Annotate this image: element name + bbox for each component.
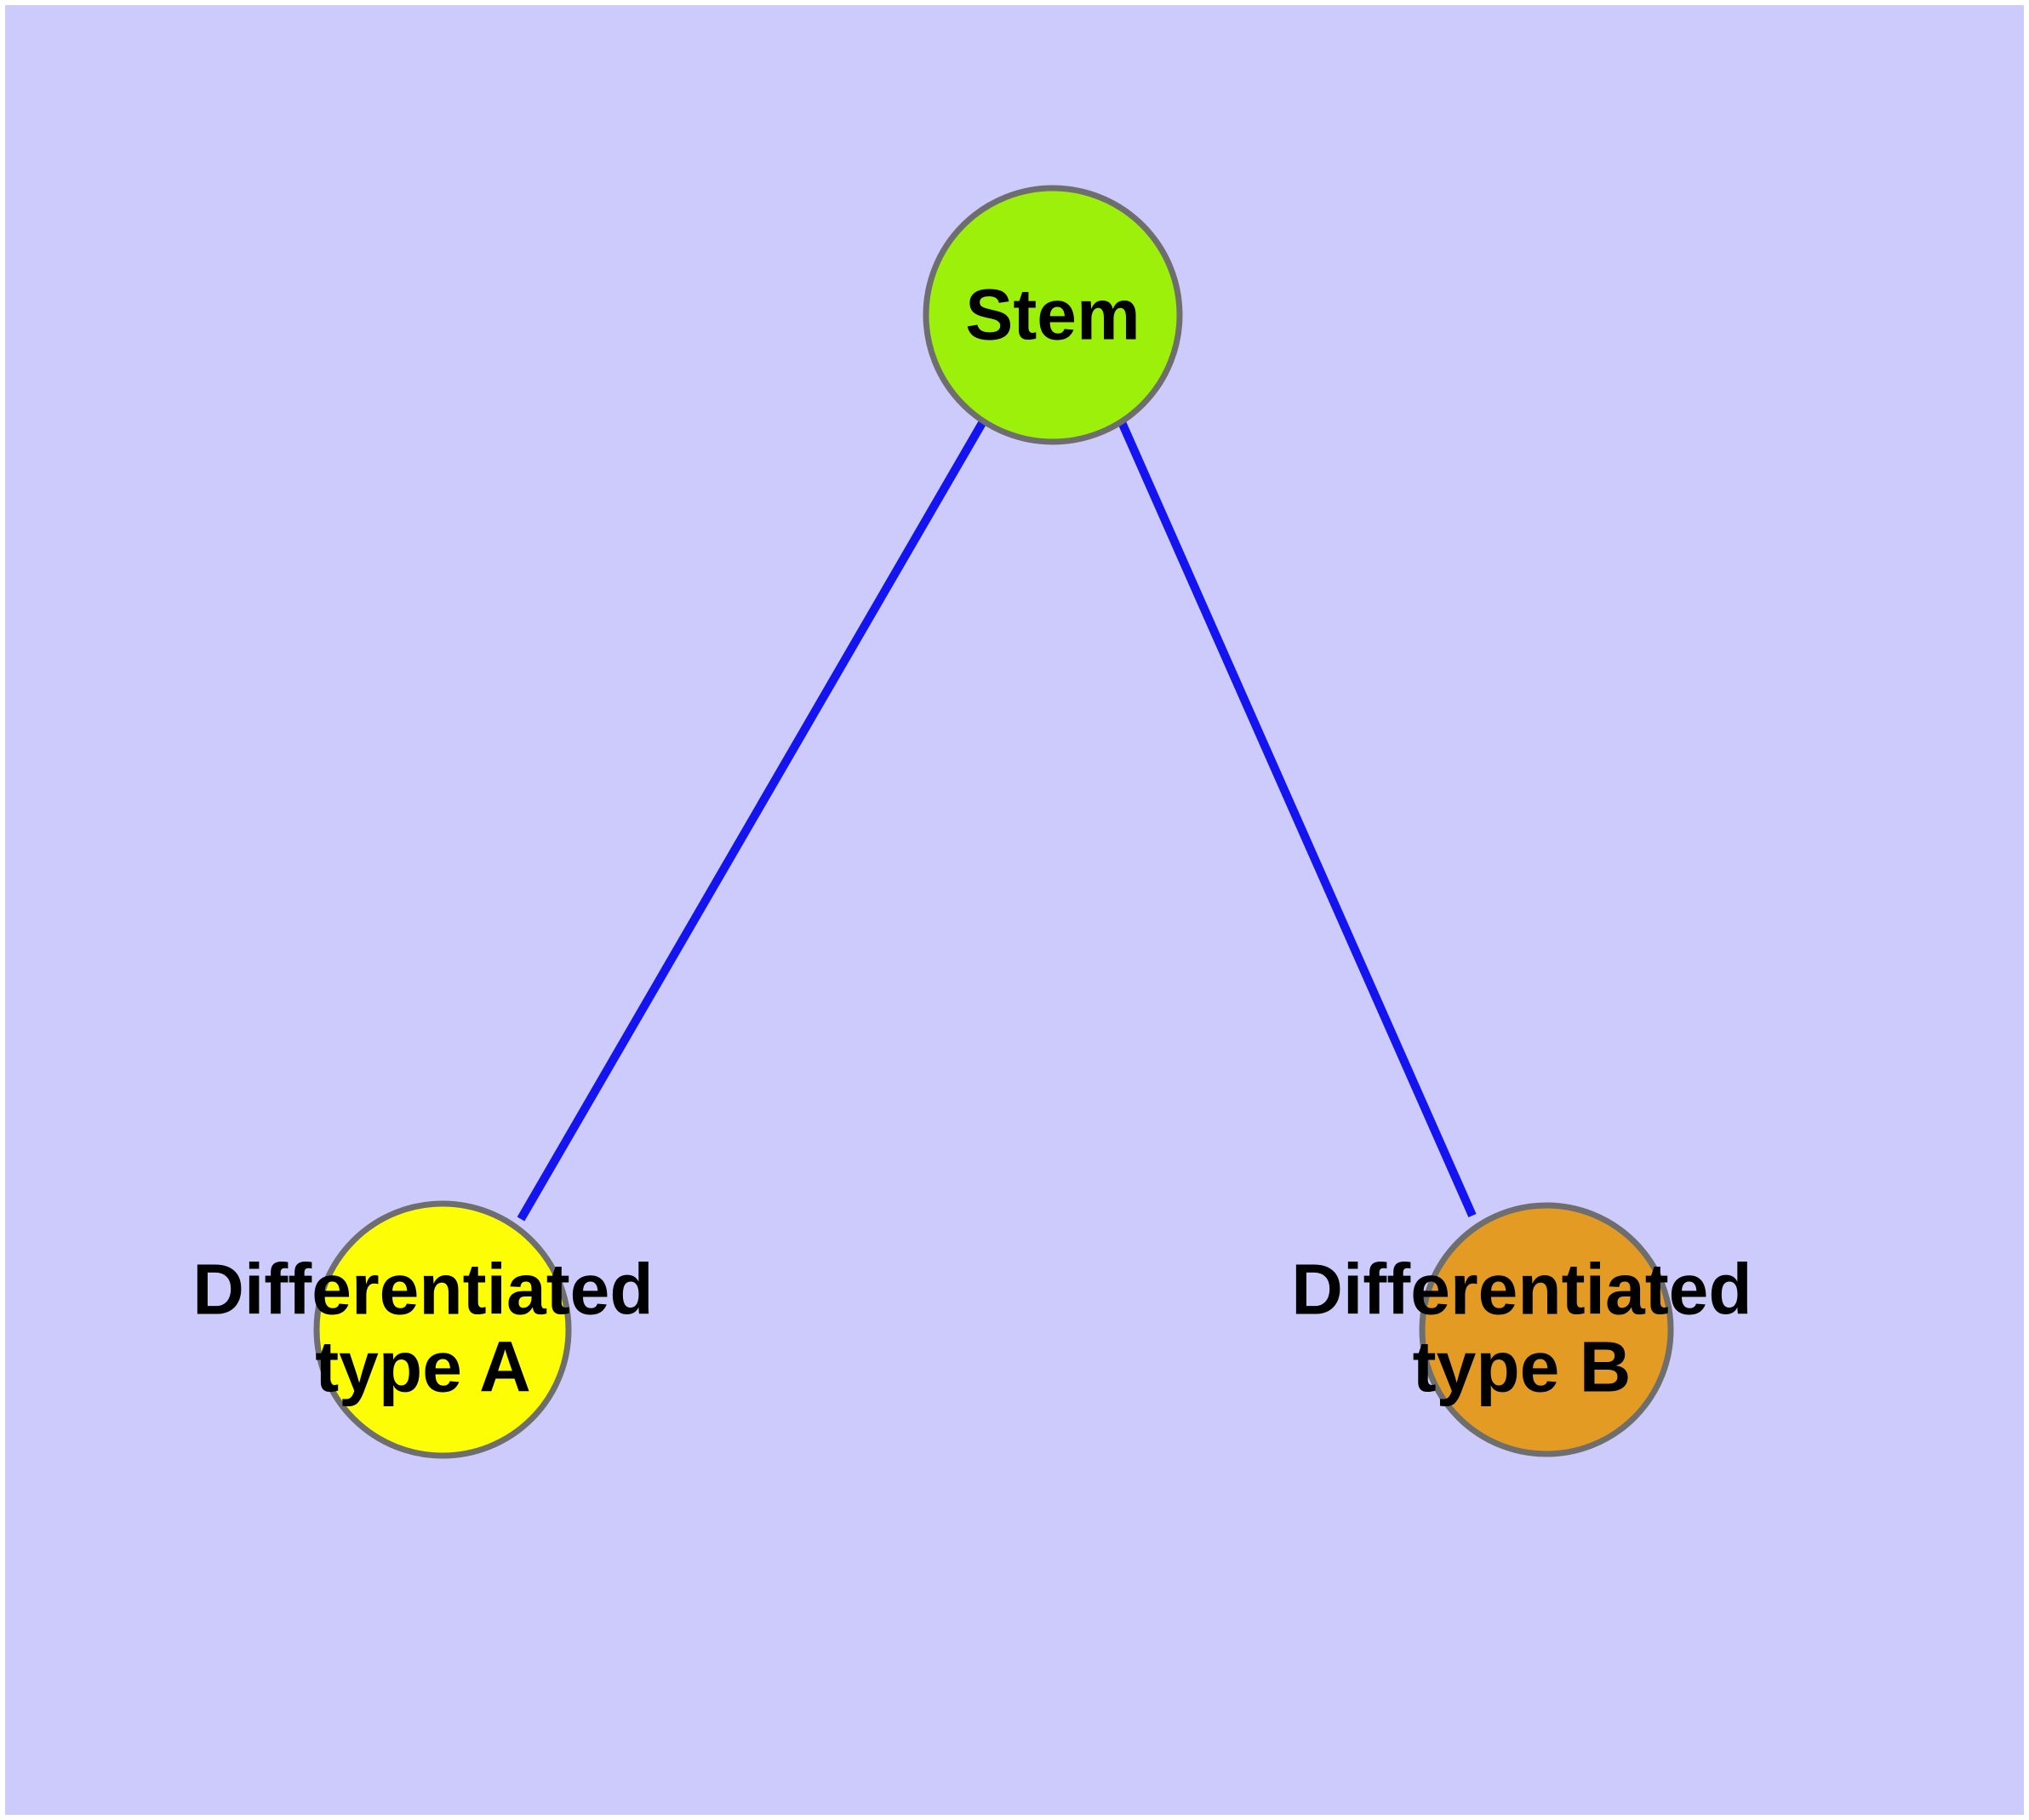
- node-differentiated-type-a[interactable]: [313, 1200, 572, 1459]
- edge-stem-to-differentiated-type-b[interactable]: [1117, 420, 1477, 1218]
- node-stem[interactable]: [923, 185, 1183, 445]
- edge-stem-to-differentiated-type-a[interactable]: [517, 421, 986, 1222]
- edge-layer: [517, 420, 1477, 1222]
- node-differentiated-type-b[interactable]: [1419, 1202, 1674, 1457]
- node-layer: [313, 185, 1674, 1459]
